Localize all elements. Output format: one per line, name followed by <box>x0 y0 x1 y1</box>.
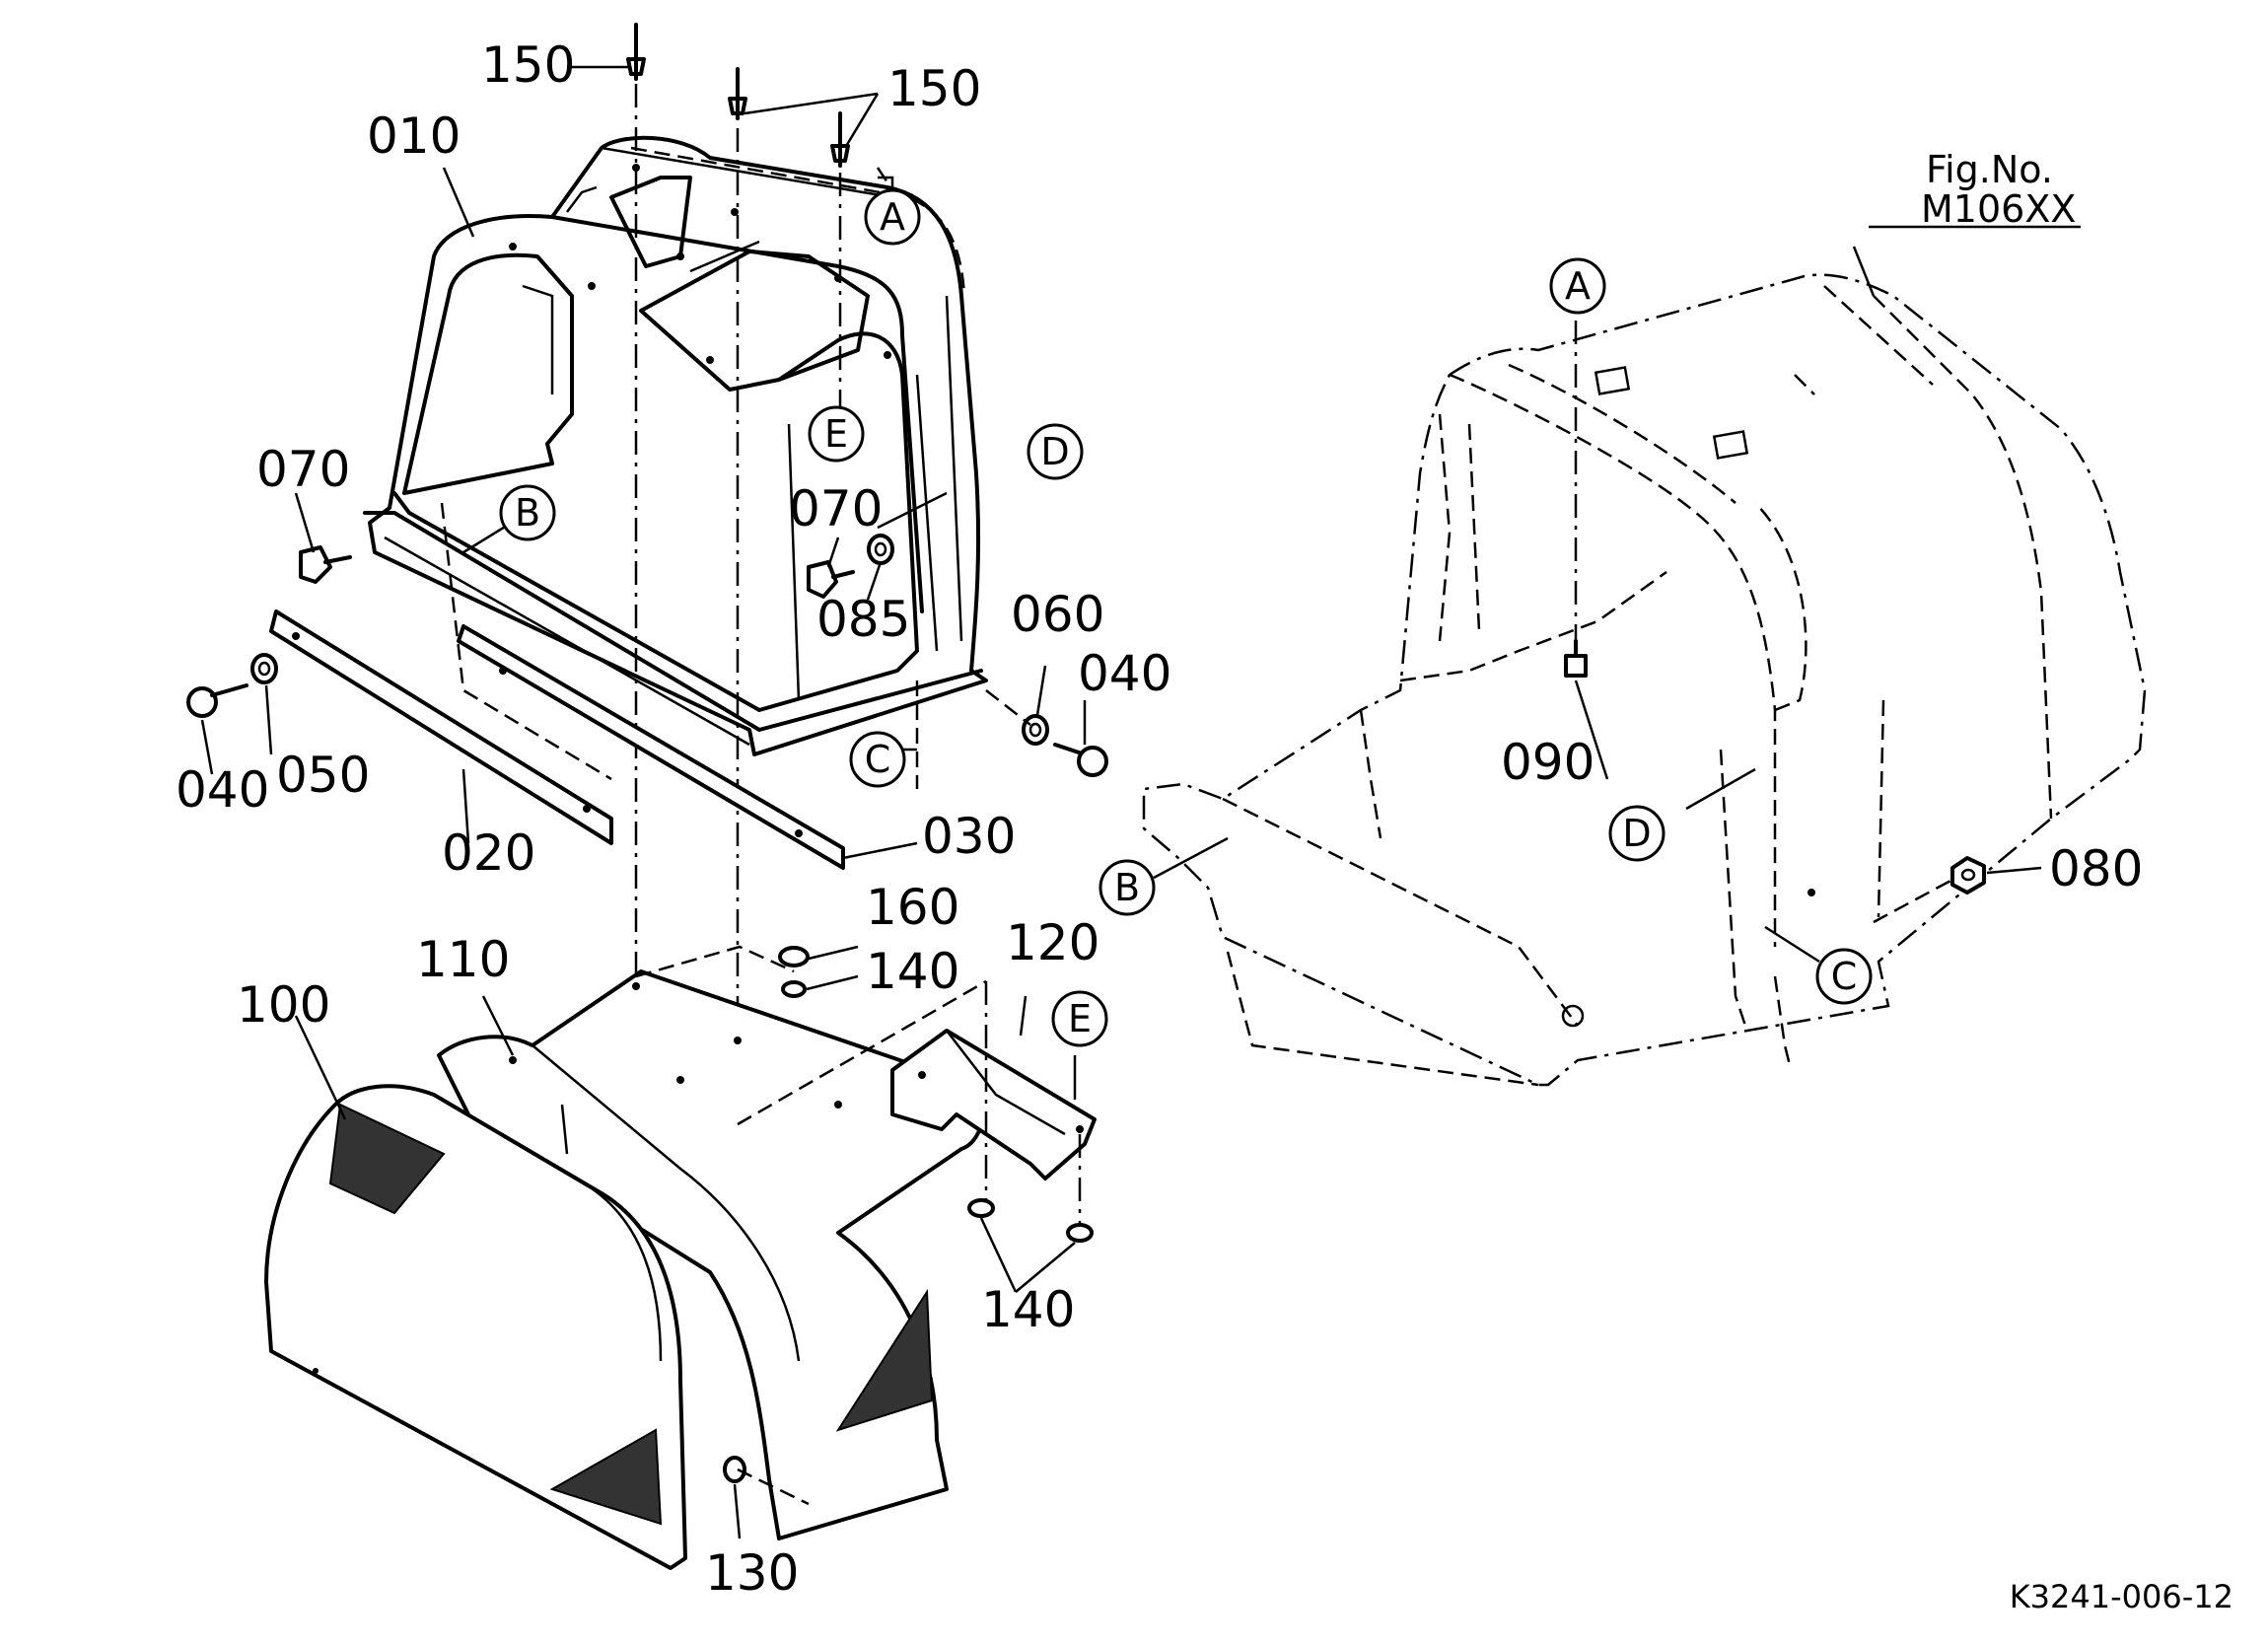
label-010: 010 <box>367 107 461 165</box>
label-100: 100 <box>237 976 330 1034</box>
marker-left-a: A <box>880 195 905 239</box>
label-110: 110 <box>416 931 510 988</box>
marker-right-b: B <box>1114 866 1140 909</box>
marker-labels: A B C D E E A B D C <box>515 195 1857 1040</box>
guide-lines-left <box>440 167 987 1506</box>
label-070-center: 070 <box>789 480 883 537</box>
label-080: 080 <box>2049 840 2143 897</box>
label-060: 060 <box>1011 586 1104 643</box>
marker-left-d: D <box>1040 430 1069 473</box>
label-140-lower: 140 <box>981 1281 1075 1338</box>
marker-left-e2: E <box>1068 997 1092 1040</box>
marker-left-e1: E <box>824 412 848 456</box>
marker-right-a: A <box>1565 264 1591 308</box>
hardware-left <box>186 534 1108 777</box>
cover-110 <box>437 969 988 1540</box>
label-040-right: 040 <box>1078 645 1171 702</box>
bar-030 <box>457 624 845 870</box>
fig-no-value: M106XX <box>1921 187 2076 231</box>
canopy-assembled <box>1142 273 2147 1087</box>
drawing-id: K3241-006-12 <box>2010 1578 2233 1615</box>
marker-right-c: C <box>1831 955 1858 998</box>
bracket-120 <box>890 981 1097 1228</box>
label-020: 020 <box>442 824 535 882</box>
bar-020 <box>269 609 613 845</box>
label-120: 120 <box>1006 914 1099 971</box>
marker-right-d: D <box>1622 812 1651 855</box>
marker-left-c: C <box>865 738 891 781</box>
label-030: 030 <box>922 808 1016 865</box>
fig-no-label: Fig.No. <box>1926 148 2053 191</box>
label-090: 090 <box>1501 734 1595 791</box>
canopy-frame-010 <box>363 135 988 756</box>
label-150-left: 150 <box>481 36 575 94</box>
label-085: 085 <box>816 591 910 648</box>
figure-labels: Fig.No. M106XX K3241-006-12 <box>1921 148 2233 1615</box>
washers-140-160 <box>723 946 1094 1483</box>
marker-circles <box>499 188 1873 1047</box>
label-150-right: 150 <box>887 60 981 117</box>
cover-100 <box>264 1084 687 1570</box>
label-040-left: 040 <box>176 761 269 819</box>
label-130: 130 <box>705 1544 799 1602</box>
label-070-left: 070 <box>256 441 350 498</box>
bolt-150-group <box>626 23 850 1114</box>
label-050: 050 <box>276 747 370 804</box>
marker-left-b: B <box>515 491 540 535</box>
part-labels: 150 150 010 070 070 085 060 040 040 050 … <box>176 36 2143 1602</box>
label-140-upper: 140 <box>866 943 959 1000</box>
leader-lines <box>200 65 2081 1540</box>
label-160: 160 <box>866 879 959 936</box>
